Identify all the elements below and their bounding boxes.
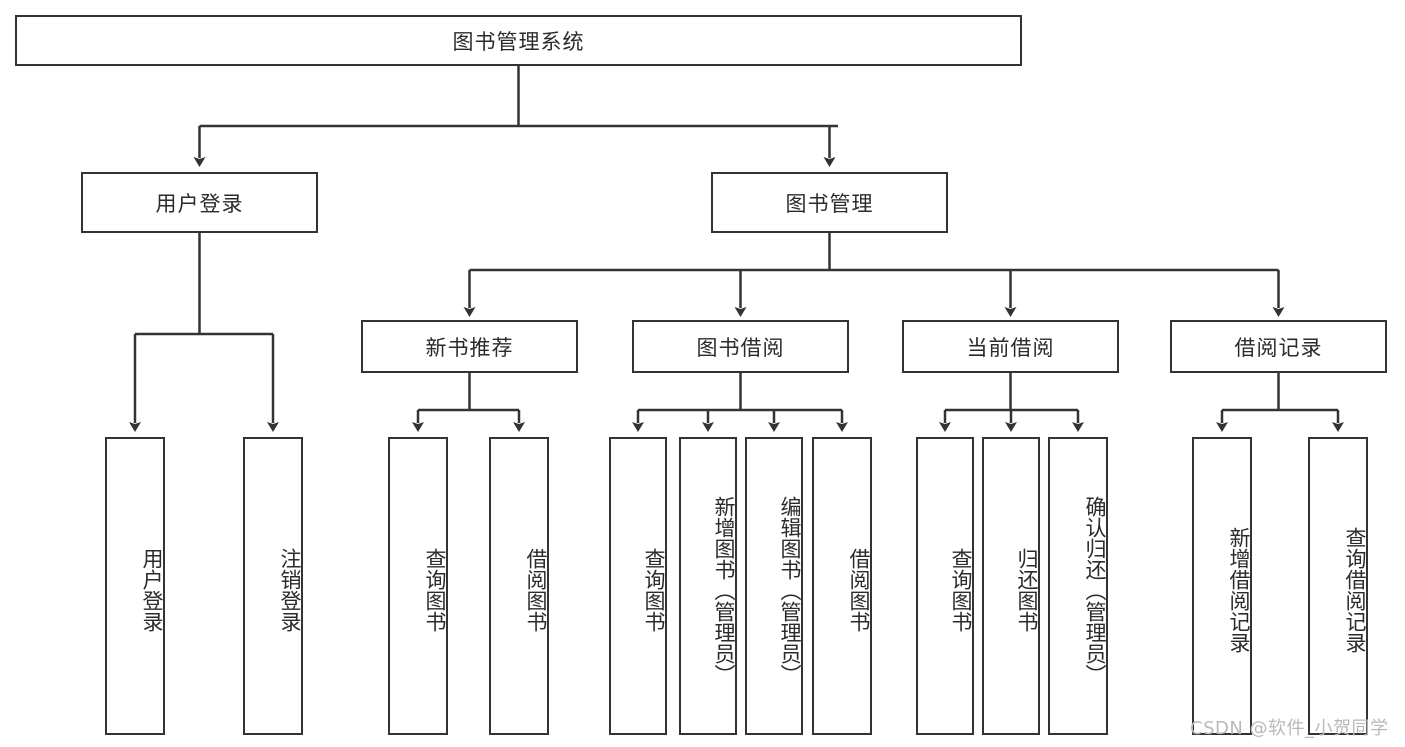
csdn-watermark: CSDN @软件_小贺同学 — [1190, 718, 1389, 739]
leaf-edit-book-admin-label: 编辑图书（管理员） — [778, 495, 802, 685]
leaf-add-borrow-record-label: 新增借阅记录 — [1227, 527, 1251, 653]
leaf-query-book-rec-label: 查询图书 — [423, 548, 447, 632]
leaf-query-borrow-record[interactable]: 查询借阅记录 — [1308, 437, 1368, 735]
node-borrow-record-label: 借阅记录 — [1234, 335, 1323, 360]
node-new-book-recommend-label: 新书推荐 — [425, 335, 514, 360]
leaf-confirm-return-admin-label: 确认归还（管理员） — [1083, 495, 1107, 685]
node-current-borrow-label: 当前借阅 — [966, 335, 1055, 360]
node-root[interactable]: 图书管理系统 — [15, 15, 1022, 66]
node-book-management-label: 图书管理 — [785, 191, 874, 216]
node-book-borrow-label: 图书借阅 — [696, 335, 785, 360]
leaf-query-book-rec[interactable]: 查询图书 — [388, 437, 448, 735]
leaf-borrow-book-rec-label: 借阅图书 — [524, 548, 548, 632]
leaf-user-login-label: 用户登录 — [140, 548, 164, 632]
leaf-add-book-admin-label: 新增图书（管理员） — [712, 495, 736, 685]
leaf-add-borrow-record[interactable]: 新增借阅记录 — [1192, 437, 1252, 735]
leaf-borrow-book-rec[interactable]: 借阅图书 — [489, 437, 549, 735]
node-user-login-label: 用户登录 — [155, 191, 244, 216]
node-book-borrow[interactable]: 图书借阅 — [632, 320, 849, 373]
leaf-borrow-book-label: 借阅图书 — [847, 548, 871, 632]
leaf-query-book-current[interactable]: 查询图书 — [916, 437, 974, 735]
node-book-management[interactable]: 图书管理 — [711, 172, 948, 233]
leaf-query-borrow-record-label: 查询借阅记录 — [1343, 527, 1367, 653]
leaf-confirm-return-admin[interactable]: 确认归还（管理员） — [1048, 437, 1108, 735]
node-user-login[interactable]: 用户登录 — [81, 172, 318, 233]
leaf-add-book-admin[interactable]: 新增图书（管理员） — [679, 437, 737, 735]
leaf-logout[interactable]: 注销登录 — [243, 437, 303, 735]
node-borrow-record[interactable]: 借阅记录 — [1170, 320, 1387, 373]
leaf-query-book-borrow[interactable]: 查询图书 — [609, 437, 667, 735]
leaf-query-book-borrow-label: 查询图书 — [642, 548, 666, 632]
leaf-return-book-label: 归还图书 — [1015, 548, 1039, 632]
node-current-borrow[interactable]: 当前借阅 — [902, 320, 1119, 373]
leaf-user-login[interactable]: 用户登录 — [105, 437, 165, 735]
leaf-logout-label: 注销登录 — [278, 548, 302, 632]
node-root-label: 图书管理系统 — [452, 29, 585, 54]
leaf-edit-book-admin[interactable]: 编辑图书（管理员） — [745, 437, 803, 735]
leaf-query-book-current-label: 查询图书 — [949, 548, 973, 632]
leaf-return-book[interactable]: 归还图书 — [982, 437, 1040, 735]
node-new-book-recommend[interactable]: 新书推荐 — [361, 320, 578, 373]
leaf-borrow-book[interactable]: 借阅图书 — [812, 437, 872, 735]
